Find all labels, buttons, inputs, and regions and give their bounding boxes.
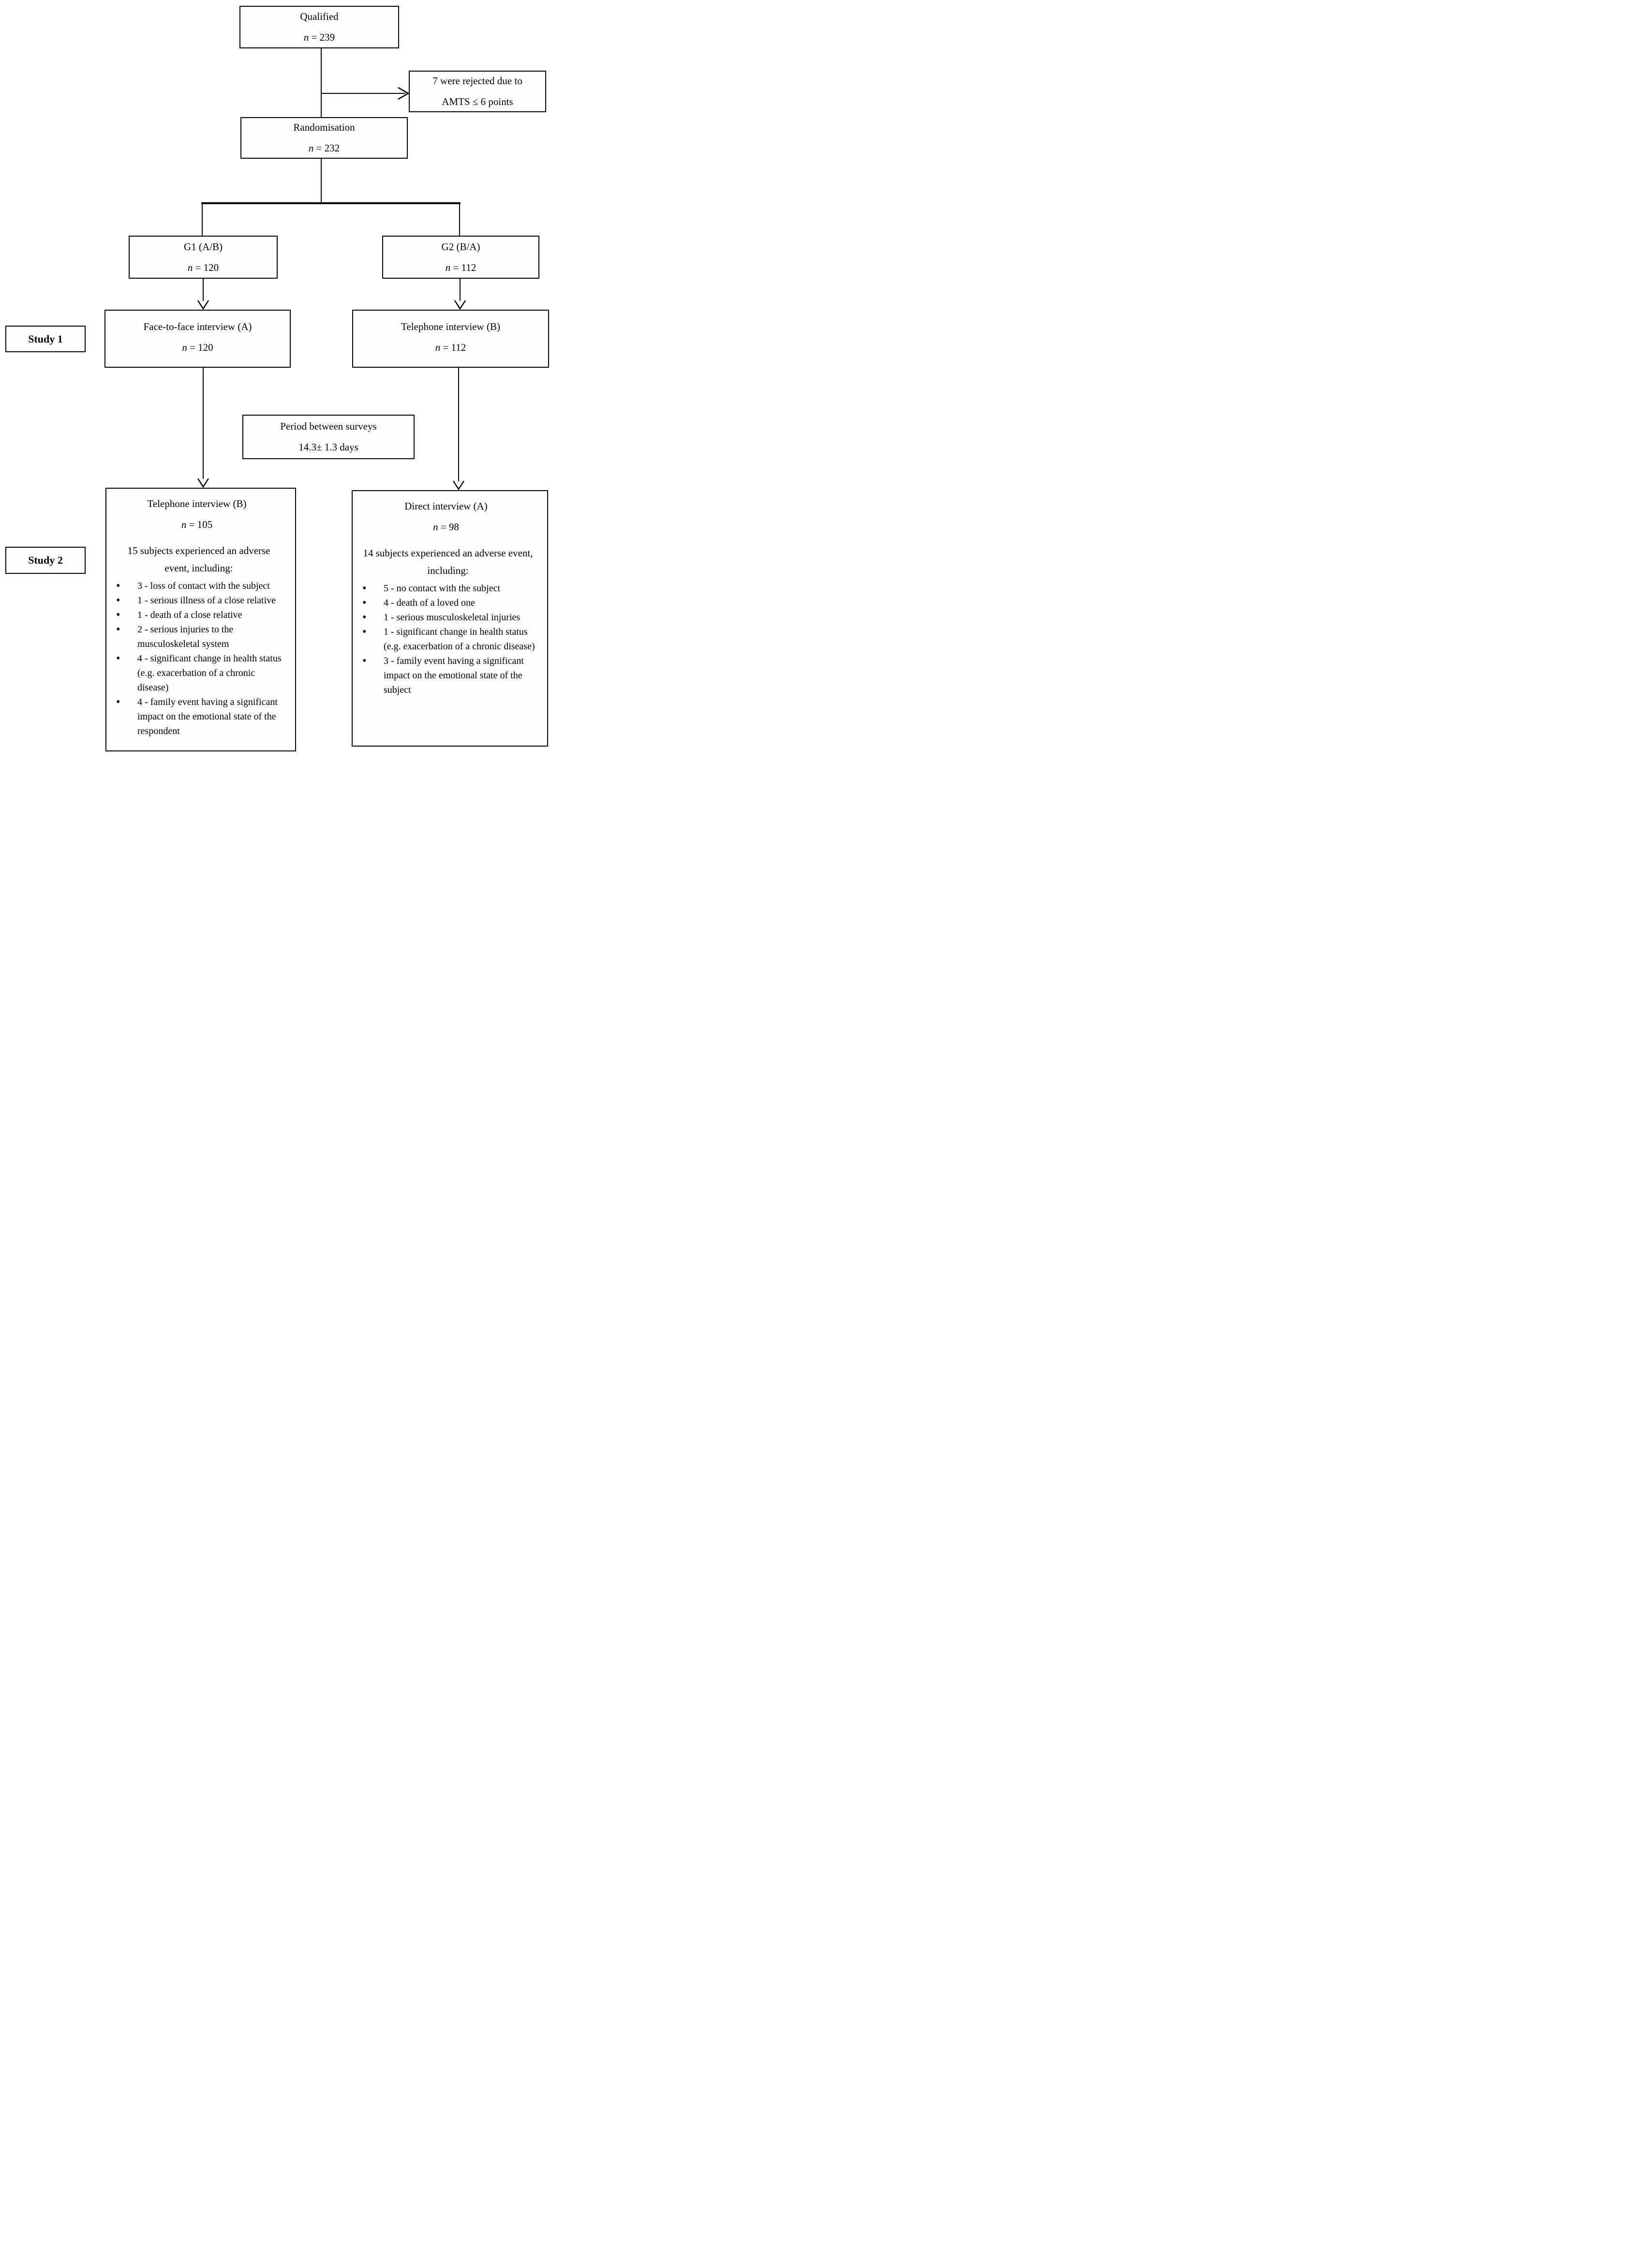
g1-n-value: n = 120 (188, 257, 219, 278)
randomisation-box: Randomisation n = 232 (240, 117, 408, 159)
study2-left-summary: 15 subjects experienced an adverse event… (127, 545, 270, 574)
g1-title: G1 (A/B) (184, 240, 223, 253)
randomisation-n-value: n = 232 (309, 138, 340, 159)
study2-left-count: = 105 (186, 519, 213, 530)
study2-right-title: Direct interview (A) (404, 500, 488, 512)
face-interview-title: Face-to-face interview (A) (143, 321, 252, 332)
telephone-interview-title: Telephone interview (B) (401, 321, 500, 332)
period-box: Period between surveys 14.3± 1.3 days (242, 415, 415, 459)
list-item: 1 - death of a close relative (106, 608, 287, 622)
qualified-n-value: n = 239 (304, 27, 335, 48)
study2-right-n-value: n = 98 (353, 517, 539, 538)
study1-label: Study 1 (28, 332, 63, 345)
rejected-box: 7 were rejected due to AMTS ≤ 6 points (409, 71, 546, 112)
study2-right-box: Direct interview (A) n = 98 14 subjects … (352, 490, 548, 747)
study2-label-box: Study 2 (5, 547, 86, 574)
n-symbol: n (445, 261, 451, 273)
study2-left-bullet-list: 3 - loss of contact with the subject 1 -… (106, 579, 287, 738)
n-symbol: n (181, 519, 187, 530)
face-interview-box: Face-to-face interview (A) n = 120 (104, 310, 291, 368)
list-item: 4 - family event having a significant im… (106, 695, 287, 738)
list-item: 1 - serious illness of a close relative (106, 593, 287, 608)
arrowhead-telephone-icon (454, 300, 466, 310)
n-symbol: n (187, 261, 193, 273)
n-symbol: n (433, 521, 438, 533)
telephone-interview-count: = 112 (440, 342, 466, 353)
list-item: 5 - no contact with the subject (353, 581, 539, 596)
arrowhead-study2-left-icon (197, 478, 209, 488)
list-item: 1 - serious musculoskeletal injuries (353, 610, 539, 625)
list-item: 2 - serious injuries to the musculoskele… (106, 622, 287, 651)
study1-label-box: Study 1 (5, 326, 86, 352)
study2-label: Study 2 (28, 554, 63, 566)
list-item: 1 - significant change in health status … (353, 625, 539, 654)
list-item: 4 - significant change in health status … (106, 651, 287, 695)
qualified-box: Qualified n = 239 (239, 6, 399, 48)
qualified-count: = 239 (309, 31, 335, 43)
study2-left-title: Telephone interview (B) (147, 498, 247, 509)
study2-right-summary: 14 subjects experienced an adverse event… (363, 547, 533, 576)
telephone-interview-box: Telephone interview (B) n = 112 (352, 310, 549, 368)
randomisation-title: Randomisation (293, 121, 355, 133)
list-item: 3 - loss of contact with the subject (106, 579, 287, 593)
g1-count: = 120 (193, 261, 219, 273)
qualified-title: Qualified (300, 11, 339, 22)
arrowhead-rejected-icon (398, 87, 410, 100)
study2-right-bullet-list: 5 - no contact with the subject 4 - deat… (353, 581, 539, 697)
face-interview-count: = 120 (187, 342, 213, 353)
g2-box: G2 (B/A) n = 112 (382, 236, 539, 279)
study2-left-box: Telephone interview (B) n = 105 15 subje… (105, 488, 296, 751)
face-interview-n-value: n = 120 (182, 337, 213, 358)
arrowhead-face-icon (197, 300, 209, 310)
study2-left-n-value: n = 105 (106, 514, 287, 535)
g2-n-value: n = 112 (446, 257, 476, 278)
list-item: 3 - family event having a significant im… (353, 654, 539, 697)
period-line2: 14.3± 1.3 days (298, 441, 358, 453)
g2-title: G2 (B/A) (441, 240, 480, 253)
list-item: 4 - death of a loved one (353, 596, 539, 610)
telephone-interview-n-value: n = 112 (435, 337, 466, 358)
n-symbol: n (303, 31, 309, 43)
arrowhead-study2-right-icon (452, 480, 465, 491)
rejected-line1: 7 were rejected due to (432, 75, 522, 87)
n-symbol: n (435, 342, 441, 353)
flow-diagram: Qualified n = 239 7 were rejected due to… (0, 0, 551, 754)
period-line1: Period between surveys (280, 420, 377, 432)
n-symbol: n (308, 142, 314, 154)
g2-count: = 112 (450, 261, 476, 273)
n-symbol: n (182, 342, 187, 353)
randomisation-count: = 232 (313, 142, 340, 154)
rejected-line2: AMTS ≤ 6 points (442, 96, 513, 107)
study2-right-count: = 98 (438, 521, 459, 533)
g1-box: G1 (A/B) n = 120 (129, 236, 278, 279)
